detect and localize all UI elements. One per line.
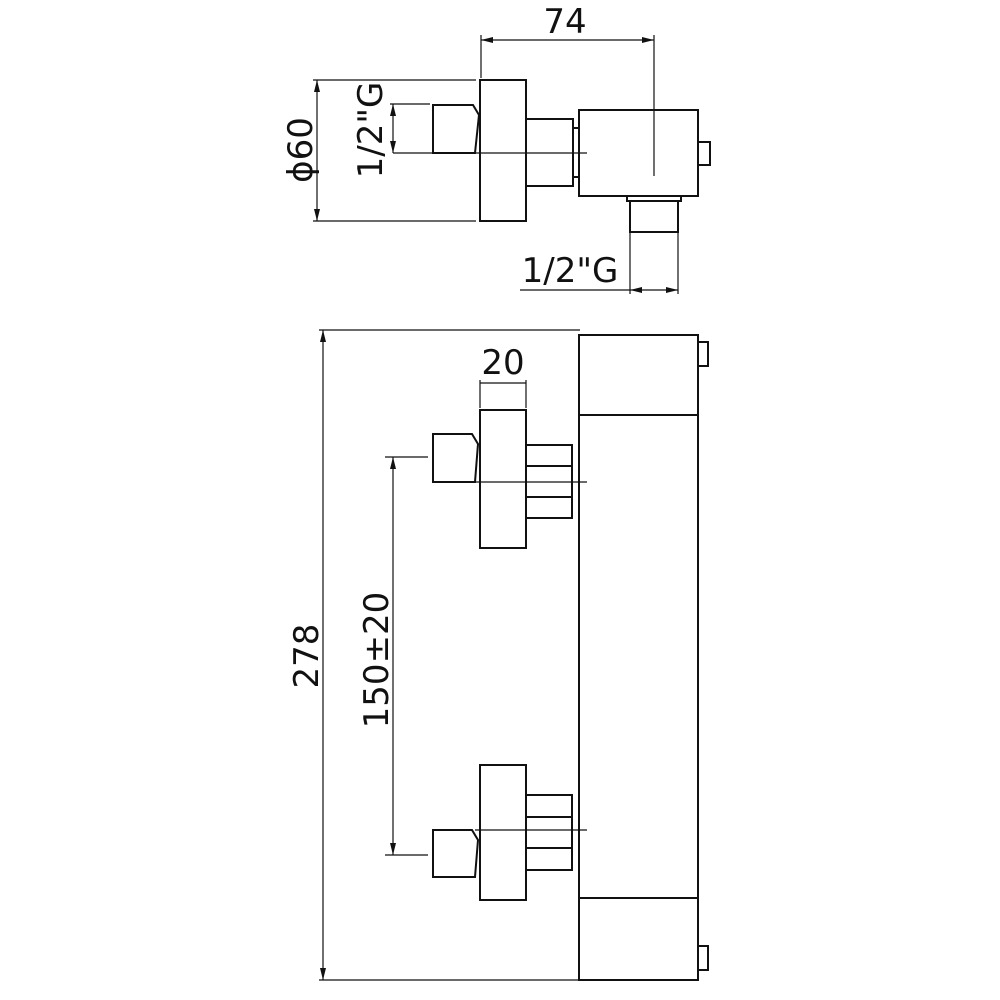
outlet-thread	[629, 200, 679, 233]
upper-inlet	[432, 409, 587, 549]
dimension-label-inlet-thread: 1/2"G	[351, 82, 391, 179]
dimension-label-depth: 74	[543, 2, 586, 42]
end-cap	[697, 141, 711, 166]
dimension-278: 278	[287, 329, 580, 981]
bottom-cap	[697, 945, 709, 971]
valve-body-front	[578, 334, 699, 981]
lower-inlet	[432, 764, 587, 901]
dimension-label-outlet-thread: 1/2"G	[522, 251, 619, 291]
top-view: 74 ϕ60 1/2"G	[281, 2, 711, 294]
dimension-outlet-thread: 1/2"G	[520, 233, 679, 294]
inlet-thread	[432, 104, 481, 154]
dimension-label-height: 278	[287, 624, 327, 689]
top-cap	[697, 341, 709, 367]
dimension-label-inlet-spacing: 150±20	[357, 592, 397, 729]
front-view: 278 20 150±20	[287, 329, 709, 981]
dimension-label-diameter: ϕ60	[281, 117, 321, 183]
dimension-label-flange-width: 20	[481, 343, 524, 383]
dimension-150: 150±20	[357, 456, 428, 856]
dimension-20: 20	[479, 343, 527, 408]
dimension-diameter: ϕ60	[281, 79, 476, 222]
wall-flange	[479, 79, 527, 222]
dimension-inlet-thread: 1/2"G	[351, 82, 430, 179]
valve-body	[578, 109, 699, 197]
dimension-74: 74	[480, 2, 655, 176]
